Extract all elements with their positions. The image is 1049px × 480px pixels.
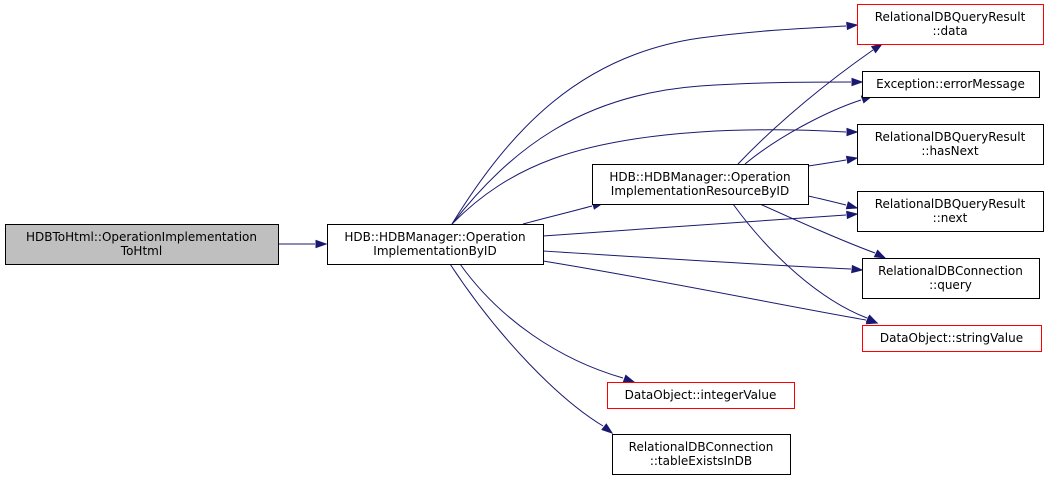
call-edge-op-impl-by-id-to-qr-hasnext <box>451 127 859 225</box>
node-qr-next[interactable]: RelationalDBQueryResult::next <box>857 191 1044 232</box>
call-edge-op-impl-by-id-to-do-string <box>542 260 879 325</box>
node-box <box>862 258 1040 299</box>
node-qr-data[interactable]: RelationalDBQueryResult::data <box>857 4 1044 45</box>
arrowhead <box>601 423 614 434</box>
node-do-string[interactable]: DataObject::stringValue <box>862 325 1042 352</box>
call-edge-op-impl-by-id-to-do-int <box>459 263 636 383</box>
node-label-line: ToHtml <box>120 244 162 258</box>
node-box <box>862 71 1040 98</box>
call-edge-op-impl-by-id-to-exc-msg <box>451 77 864 225</box>
node-do-int[interactable]: DataObject::integerValue <box>607 382 795 409</box>
node-label-line: ::query <box>929 278 972 292</box>
arrowhead <box>873 249 887 259</box>
node-label-line: DataObject::integerValue <box>625 388 777 402</box>
node-label-line: HDBToHtml::OperationImplementation <box>26 230 257 244</box>
arrowhead <box>846 21 859 31</box>
call-edge-op-impl-res-by-id-to-do-string <box>732 203 879 324</box>
arrowhead <box>865 314 879 324</box>
node-label-line: ::data <box>932 24 967 38</box>
node-label-line: HDB::HDBManager::Operation <box>609 170 790 184</box>
node-label-line: ImplementationResourceByID <box>611 184 789 198</box>
node-label-line: RelationalDBQueryResult <box>875 10 1026 24</box>
call-edges <box>278 21 887 434</box>
node-box <box>857 191 1044 232</box>
call-edge-op-impl-by-id-to-qr-data <box>451 21 859 225</box>
node-box <box>857 124 1044 165</box>
node-box <box>327 224 544 265</box>
node-box <box>612 434 791 475</box>
node-box <box>857 4 1044 45</box>
call-edge-op-impl-res-by-id-to-qr-data <box>737 43 884 165</box>
node-label-line: ImplementationByID <box>373 244 496 258</box>
node-op-impl-by-id[interactable]: HDB::HDBManager::OperationImplementation… <box>327 224 544 265</box>
node-box <box>5 224 279 265</box>
call-nodes: HDBToHtml::OperationImplementationToHtml… <box>5 4 1044 475</box>
call-edge-op-impl-by-id-to-conn-table <box>449 263 614 434</box>
arrowhead <box>846 210 859 220</box>
node-label-line: RelationalDBConnection <box>878 264 1023 278</box>
node-label-line: ::hasNext <box>921 144 979 158</box>
node-label-line: ::next <box>933 211 968 225</box>
node-label-line: RelationalDBConnection <box>629 440 774 454</box>
arrowhead <box>622 374 636 383</box>
call-edge-op-impl-by-id-to-qr-next <box>542 210 859 237</box>
call-edge-op-impl-by-id-to-conn-query <box>542 250 864 274</box>
node-op-impl-res-by-id[interactable]: HDB::HDBManager::OperationImplementation… <box>592 164 809 205</box>
node-label-line: HDB::HDBManager::Operation <box>344 230 525 244</box>
node-conn-table[interactable]: RelationalDBConnection::tableExistsInDB <box>612 434 791 475</box>
call-edge-op-impl-res-by-id-to-qr-hasnext <box>807 155 859 167</box>
arrowhead <box>845 201 859 210</box>
call-edge-root-to-op-impl-by-id <box>278 239 328 249</box>
arrowhead <box>846 127 859 137</box>
node-label-line: Exception::errorMessage <box>876 77 1025 91</box>
arrowhead <box>845 155 859 164</box>
node-label-line: DataObject::stringValue <box>880 331 1023 345</box>
node-box <box>862 325 1042 352</box>
arrowhead <box>315 239 328 249</box>
arrowhead <box>851 77 864 87</box>
node-label-line: ::tableExistsInDB <box>650 454 752 468</box>
node-conn-query[interactable]: RelationalDBConnection::query <box>862 258 1040 299</box>
node-label-line: RelationalDBQueryResult <box>875 197 1026 211</box>
node-qr-hasnext[interactable]: RelationalDBQueryResult::hasNext <box>857 124 1044 165</box>
node-exc-msg[interactable]: Exception::errorMessage <box>862 71 1040 98</box>
arrowhead <box>870 43 884 54</box>
call-edge-op-impl-res-by-id-to-qr-next <box>807 195 859 210</box>
node-box <box>592 164 809 205</box>
node-box <box>607 382 795 409</box>
call-edge-op-impl-by-id-to-op-impl-res-by-id <box>522 201 605 225</box>
node-label-line: RelationalDBQueryResult <box>875 130 1026 144</box>
arrowhead <box>851 264 864 274</box>
call-edge-op-impl-res-by-id-to-conn-query <box>759 203 887 259</box>
